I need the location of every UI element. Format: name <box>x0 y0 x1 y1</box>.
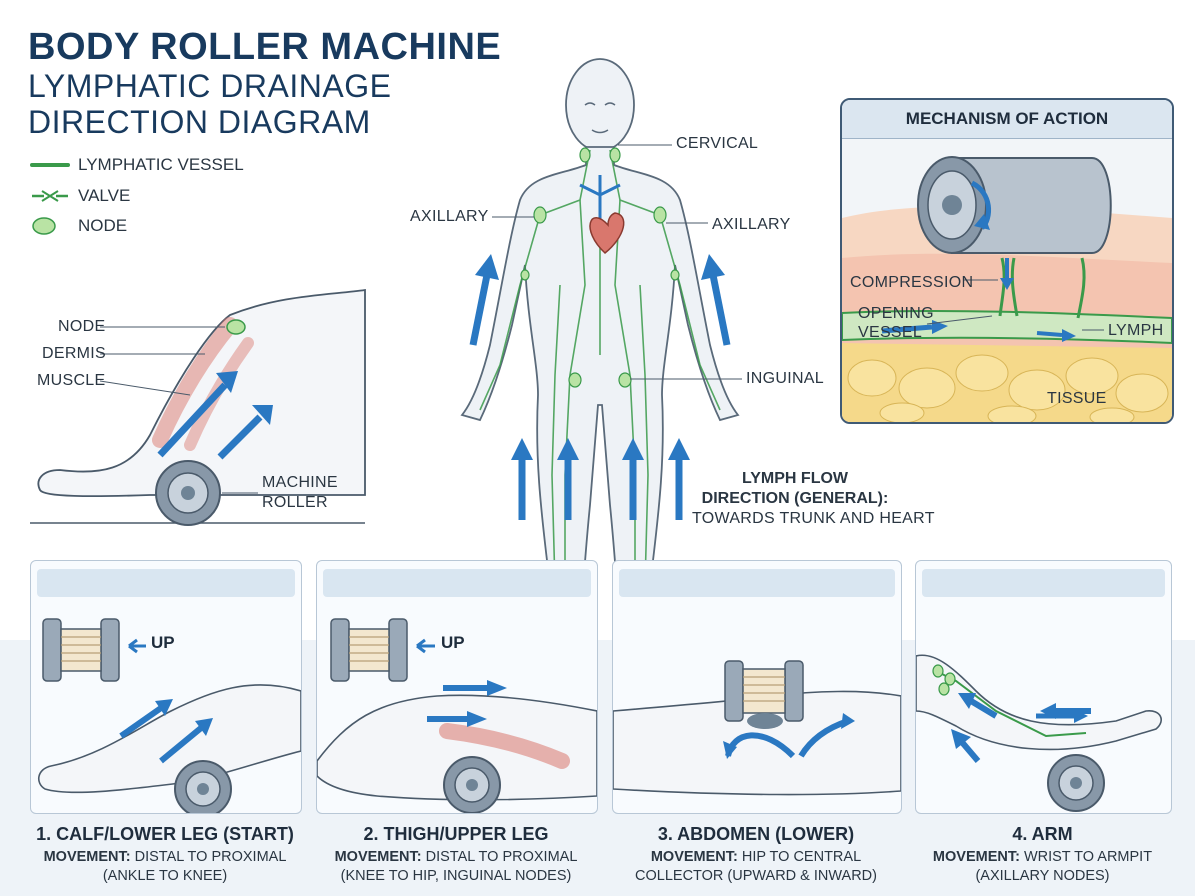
lymph-nodes <box>520 147 680 388</box>
mechanism-arrows <box>881 258 1076 342</box>
mechanism-panel: MECHANISM OF ACTION <box>840 98 1174 424</box>
valve-icon <box>32 190 68 202</box>
mech-label-opening: OPENING <box>858 305 934 322</box>
step1-title: 1. CALF/LOWER LEG (START) <box>36 824 294 844</box>
step-panel-2: UP <box>316 560 598 814</box>
step2-illustration <box>317 618 597 813</box>
step3-detail: COLLECTOR (UPWARD & INWARD) <box>635 868 877 884</box>
step1-illustration <box>38 618 301 813</box>
step4-detail: (AXILLARY NODES) <box>975 868 1110 884</box>
legend-valve-label: VALVE <box>78 186 131 205</box>
step2-title: 2. THIGH/UPPER LEG <box>363 824 549 844</box>
arrow-left-arm <box>469 254 499 346</box>
label-axillary-left: AXILLARY <box>410 208 489 225</box>
leg-label-machine: MACHINE <box>262 474 338 491</box>
legend-node-label: NODE <box>78 216 128 235</box>
step3-illustration <box>613 660 901 796</box>
body-outline <box>460 146 740 692</box>
legend-valve: VALVE <box>30 186 130 206</box>
leg-label-roller: ROLLER <box>262 494 328 511</box>
step-panel-4 <box>915 560 1172 814</box>
step1-movement: MOVEMENT: DISTAL TO PROXIMAL <box>43 849 287 865</box>
step4-title: 4. ARM <box>1012 824 1073 844</box>
arrow-right-arm <box>701 254 731 346</box>
heart-icon <box>589 212 625 254</box>
label-inguinal: INGUINAL <box>746 370 824 387</box>
legend-vessel: LYMPHATIC VESSEL <box>30 155 244 175</box>
title-line-2: LYMPHATIC DRAINAGE <box>28 68 392 104</box>
step-panel-1: UP <box>30 560 302 814</box>
node-icon <box>32 217 56 235</box>
step4-arrows <box>951 693 1091 763</box>
legend-vessel-label: LYMPHATIC VESSEL <box>78 155 244 174</box>
mech-label-lymph: LYMPH <box>1108 322 1164 339</box>
body-flow-arrows <box>469 254 731 520</box>
step2-roller-icon <box>330 618 408 682</box>
detail-arrow-2 <box>217 405 273 460</box>
title-line-3: DIRECTION DIAGRAM <box>28 104 371 140</box>
mechanism-title: MECHANISM OF ACTION <box>842 100 1172 139</box>
detail-node <box>226 319 246 335</box>
flow-note-line1: LYMPH FLOW <box>741 470 849 487</box>
flow-note-line3: TOWARDS TRUNK AND HEART <box>692 510 935 527</box>
flow-note-line2: DIRECTION (GENERAL): <box>701 490 889 507</box>
arrow-left-leg-inner <box>557 438 579 520</box>
step3-title: 3. ABDOMEN (LOWER) <box>657 824 855 844</box>
step4-illustration <box>916 654 1162 812</box>
step3-roller <box>724 660 804 722</box>
arrow-left-leg-outer <box>511 438 533 520</box>
detail-roller <box>155 460 221 526</box>
step-panel-3 <box>612 560 902 814</box>
step4-nodes <box>932 664 956 696</box>
vessel-line-icon <box>30 163 70 167</box>
label-axillary-right: AXILLARY <box>712 216 791 233</box>
leg-detail-illustration <box>30 288 366 526</box>
step1-detail: (ANKLE TO KNEE) <box>102 868 228 884</box>
central-veins <box>579 175 621 225</box>
fat-tissue <box>847 354 1169 422</box>
mechanism-illustration <box>842 156 1172 422</box>
arrow-right-leg-outer <box>668 438 690 520</box>
leg-label-node: NODE <box>58 318 106 335</box>
title-line-1: BODY ROLLER MACHINE <box>28 26 502 68</box>
leg-label-muscle: MUSCLE <box>37 372 106 389</box>
step2-detail: (KNEE TO HIP, INGUINAL NODES) <box>340 868 572 884</box>
step1-up-label: UP <box>151 633 175 652</box>
step4-movement: MOVEMENT: WRIST TO ARMPIT <box>932 849 1153 865</box>
step2-movement: MOVEMENT: DISTAL TO PROXIMAL <box>334 849 578 865</box>
arrow-right-leg-inner <box>622 438 644 520</box>
step2-up-label: UP <box>441 633 465 652</box>
label-cervical: CERVICAL <box>676 135 759 152</box>
leg-label-dermis: DERMIS <box>42 345 107 362</box>
mech-label-tissue: TISSUE <box>1047 390 1107 407</box>
detail-arrow-1 <box>157 371 238 458</box>
head <box>565 58 635 152</box>
legend-node: NODE <box>30 216 127 236</box>
mech-label-compression: COMPRESSION <box>850 274 974 291</box>
step1-roller-icon <box>42 618 120 682</box>
step3-movement: MOVEMENT: HIP TO CENTRAL <box>650 849 862 865</box>
mechanism-roller <box>917 156 1112 254</box>
mech-label-vessel: VESSEL <box>858 324 923 341</box>
